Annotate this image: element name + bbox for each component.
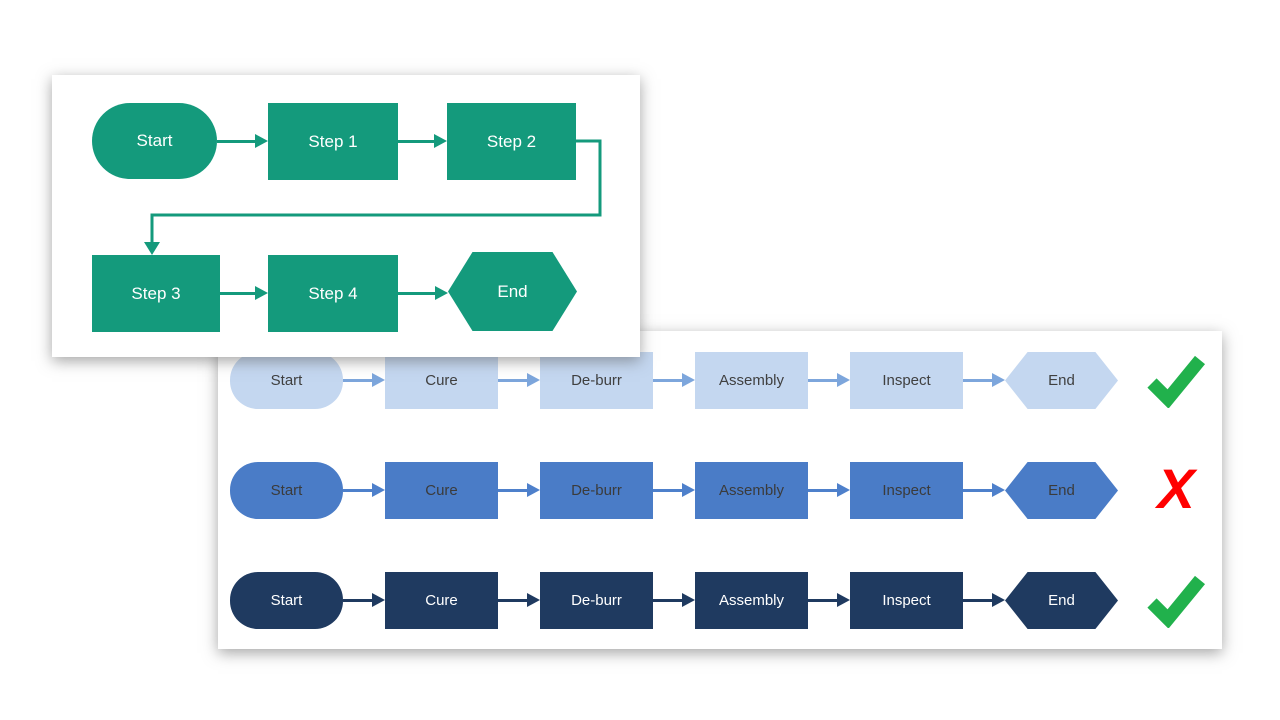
arrow-icon — [808, 593, 850, 607]
node-end: End — [1005, 352, 1118, 409]
node-cure: Cure — [385, 352, 498, 409]
node-inspect: Inspect — [850, 572, 963, 629]
arrow-icon — [808, 373, 850, 387]
pass-status — [1143, 572, 1209, 629]
node-de-burr: De-burr — [540, 572, 653, 629]
node-start: Start — [230, 572, 343, 629]
node-end: End — [1005, 462, 1118, 519]
node-inspect: Inspect — [850, 462, 963, 519]
arrow-icon — [217, 134, 268, 148]
node-step-1: Step 1 — [268, 103, 398, 180]
node-assembly: Assembly — [695, 462, 808, 519]
arrow-icon — [398, 134, 447, 148]
arrow-icon — [343, 593, 385, 607]
arrow-icon — [498, 593, 540, 607]
node-assembly: Assembly — [695, 352, 808, 409]
node-de-burr: De-burr — [540, 462, 653, 519]
x-icon: X — [1157, 456, 1195, 520]
flowchart-card-basic: Start Step 1 Step 2 Step 3 Step 4 End — [52, 75, 640, 357]
node-assembly: Assembly — [695, 572, 808, 629]
node-end: End — [448, 252, 577, 331]
node-step-3: Step 3 — [92, 255, 220, 332]
arrow-icon — [653, 373, 695, 387]
arrow-icon — [963, 593, 1005, 607]
node-inspect: Inspect — [850, 352, 963, 409]
flowchart-card-comparison: Start Cure De-burr Assembly Inspect End … — [218, 331, 1222, 649]
arrow-icon — [398, 286, 448, 300]
node-start: Start — [230, 352, 343, 409]
elbow-connector-arrow-icon — [144, 139, 602, 255]
arrow-icon — [963, 483, 1005, 497]
node-end: End — [1005, 572, 1118, 629]
node-cure: Cure — [385, 462, 498, 519]
arrow-icon — [220, 286, 268, 300]
arrow-icon — [343, 483, 385, 497]
node-step-4: Step 4 — [268, 255, 398, 332]
arrow-icon — [498, 483, 540, 497]
arrow-icon — [653, 483, 695, 497]
fail-status: X — [1143, 456, 1209, 520]
node-step-2: Step 2 — [447, 103, 576, 180]
arrow-icon — [343, 373, 385, 387]
arrow-icon — [498, 373, 540, 387]
arrow-icon — [653, 593, 695, 607]
node-start: Start — [230, 462, 343, 519]
arrow-icon — [963, 373, 1005, 387]
node-start: Start — [92, 103, 217, 179]
node-cure: Cure — [385, 572, 498, 629]
check-icon — [1147, 355, 1206, 408]
node-de-burr: De-burr — [540, 352, 653, 409]
check-icon — [1147, 575, 1206, 628]
arrow-icon — [808, 483, 850, 497]
pass-status — [1143, 352, 1209, 409]
